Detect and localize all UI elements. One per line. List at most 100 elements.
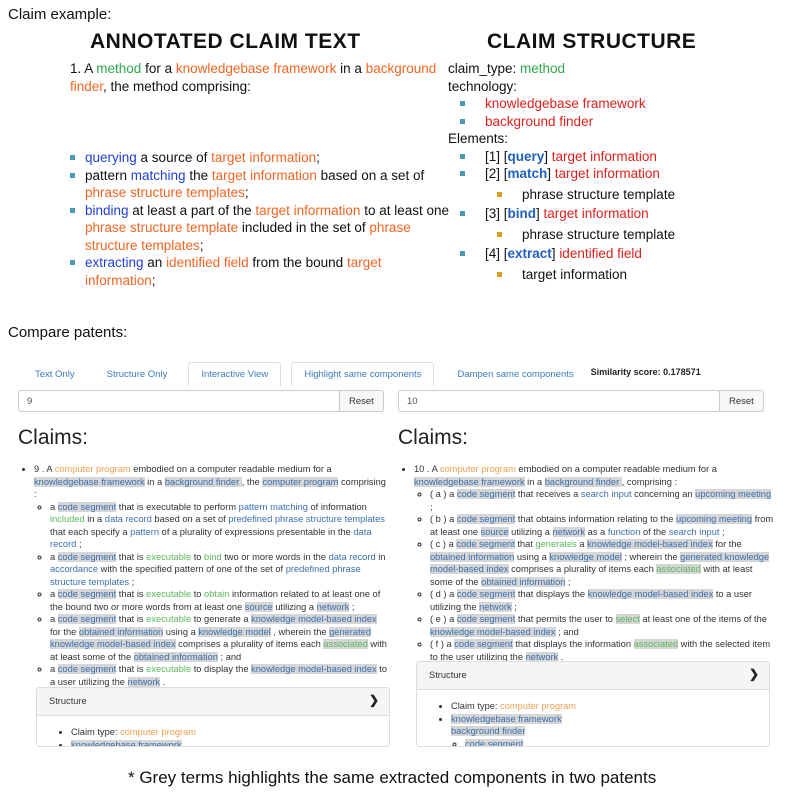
sub-claim-item: ( d ) a code segment that displays the k…: [430, 588, 774, 613]
text: with at least some of the: [430, 564, 753, 587]
shared-action-term: select: [615, 614, 640, 624]
text: using a: [163, 626, 199, 637]
text: a: [50, 589, 58, 599]
text: to: [191, 589, 205, 599]
claim-type-value: computer program: [120, 727, 197, 737]
left-structure-header[interactable]: Structure❯: [37, 688, 389, 716]
text: .: [558, 651, 564, 662]
text: in a: [524, 476, 545, 487]
text: based on a set of: [151, 514, 229, 524]
text: .: [160, 676, 166, 687]
entity-term: matching: [130, 167, 186, 183]
text: ; and: [555, 626, 579, 637]
element-object: target information: [554, 166, 660, 181]
sub-claim-item: a code segment that is executable to dis…: [50, 663, 390, 688]
shared-entity-term: code segment: [57, 614, 117, 624]
tab-text-only[interactable]: Text Only: [35, 369, 75, 380]
element-bracket: ]: [551, 246, 560, 261]
sub-claim-item: a code segment that is executable to per…: [50, 501, 390, 551]
chevron-down-icon[interactable]: ❯: [748, 667, 759, 681]
shared-entity-term: network: [316, 601, 350, 612]
claim-steps: querying a source of target information;…: [70, 149, 450, 289]
technology-term: knowledgebase framework: [451, 713, 562, 724]
shared-entity-term: code segment: [454, 639, 513, 649]
compare-patents-label: Compare patents:: [8, 324, 128, 341]
text: at least a part of the: [128, 202, 256, 218]
shared-entity-term: code segment: [57, 501, 117, 512]
text: ( b ) a: [430, 514, 457, 524]
tab-structure-only[interactable]: Structure Only: [106, 369, 168, 380]
action-term: obtain: [204, 589, 230, 599]
text: ( a ) a: [430, 489, 457, 499]
entity-term: accordance: [50, 564, 99, 574]
claim-type-term: target information: [85, 255, 382, 288]
left-reset-button[interactable]: Reset: [339, 390, 384, 412]
text: to at least one: [360, 202, 449, 218]
claim-type-term: identified field: [166, 255, 249, 270]
left-patent-input[interactable]: 9: [18, 390, 340, 412]
tab-interactive-view[interactable]: Interactive View: [188, 362, 282, 386]
text: for the: [712, 539, 742, 549]
action-term: generates: [535, 539, 577, 549]
shared-entity-term: code segment: [456, 589, 516, 599]
element-sub-item: target information: [497, 266, 788, 284]
text: ( f ) a: [430, 639, 455, 649]
text: included in the set of: [238, 220, 370, 235]
claim-type-term: background finder: [70, 61, 437, 94]
text: concerning an: [631, 489, 696, 499]
text: embodied on a computer readable medium f…: [515, 464, 717, 474]
shared-entity-term: code segment: [456, 514, 516, 524]
text: ;: [349, 601, 355, 612]
element-number: [4] [: [485, 246, 508, 261]
text: ; wherein the: [621, 551, 681, 562]
claim-structure-title: CLAIM STRUCTURE: [487, 30, 697, 53]
claim-type-value: method: [520, 61, 566, 76]
claim-step: querying a source of target information;: [70, 149, 450, 167]
shared-entity-term: code segment: [456, 489, 516, 499]
entity-term: search input: [668, 526, 720, 537]
claim-step: pattern matching the target information …: [70, 167, 450, 202]
text: that displays the information: [512, 639, 634, 649]
left-structure-panel: Structure❯ Claim type: computer programk…: [36, 687, 390, 747]
shared-entity-term: knowledge model-based index: [251, 664, 377, 674]
right-structure-header[interactable]: Structure❯: [417, 662, 769, 690]
shared-entity-term: knowledgebase framework: [34, 476, 145, 487]
text: of information: [307, 501, 367, 512]
text: ( d ) a: [430, 589, 457, 599]
action-term: included: [50, 514, 85, 524]
shared-action-term: associated: [323, 639, 368, 649]
text: 9 . A: [34, 464, 55, 474]
element-number: [1] [: [485, 148, 508, 164]
text: as a: [585, 526, 608, 537]
shared-entity-term: code segment: [57, 664, 117, 674]
text: information related to at least one of t…: [50, 589, 381, 612]
text: in: [375, 551, 386, 562]
shared-entity-term: code segment: [57, 551, 117, 562]
claim-example-label: Claim example:: [8, 6, 112, 23]
technology-list: knowledgebase framework background finde…: [460, 95, 788, 130]
text: ;: [719, 526, 725, 537]
chevron-down-icon[interactable]: ❯: [368, 693, 379, 707]
text: , comprising :: [621, 476, 678, 487]
left-structure-list: Claim type: computer programknowledgebas…: [37, 716, 389, 746]
action-term: executable: [146, 589, 192, 599]
sub-claim-item: ( b ) a code segment that obtains inform…: [430, 513, 774, 538]
right-patent-input[interactable]: 10: [398, 390, 720, 412]
text: 1. A: [70, 61, 97, 76]
text: with at least some of the: [50, 639, 387, 662]
claim-structure: claim_type: method technology: knowledge…: [448, 60, 788, 285]
text: ;: [511, 601, 517, 612]
action-term: method: [96, 61, 142, 76]
tab-dampen-same[interactable]: Dampen same components: [457, 369, 574, 380]
text: based on a set of: [316, 167, 425, 183]
text: from the bound: [248, 255, 347, 270]
entity-term: predefined phrase structure templates: [228, 514, 385, 524]
claim-type-label: Claim type:: [71, 727, 121, 737]
text: from at least one: [430, 514, 774, 537]
text: of a plurality of expressions presentabl…: [159, 526, 354, 537]
text: using a: [514, 551, 550, 562]
tab-highlight-same[interactable]: Highlight same components: [291, 362, 435, 386]
right-reset-button[interactable]: Reset: [719, 390, 764, 412]
claim-type-term: computer program: [54, 464, 131, 474]
